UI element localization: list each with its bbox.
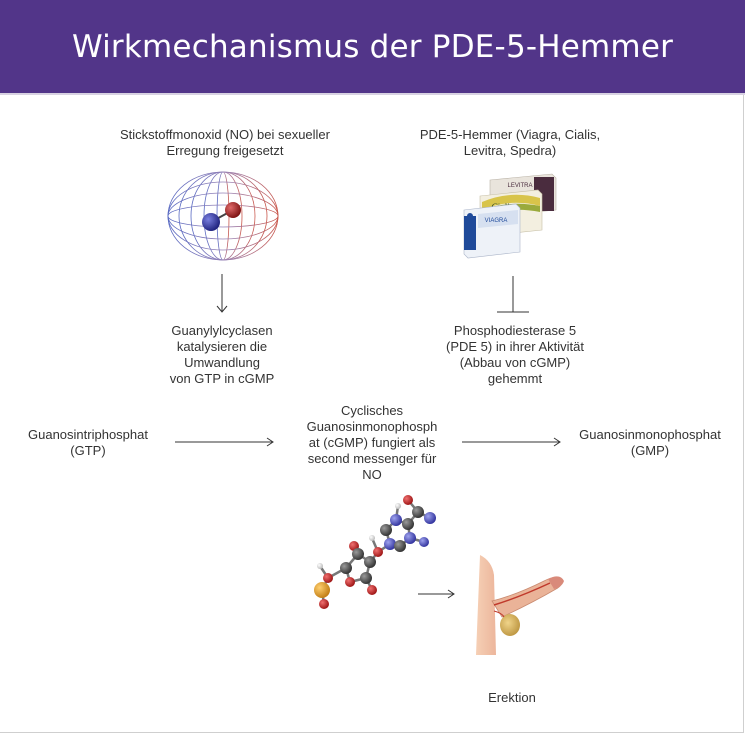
activation-arrow — [216, 274, 228, 313]
viagra-box: VIAGRA — [463, 203, 521, 259]
phosphorus-atom — [314, 582, 330, 598]
no-molecule-icon — [167, 171, 279, 261]
gtp-to-cgmp-arrow — [175, 437, 274, 447]
viagra-box-label: VIAGRA — [485, 218, 508, 224]
gmp-label: Guanosinmonophosphat (GMP) — [579, 427, 721, 458]
no-release-label: Stickstoffmonoxid (NO) bei sexueller Err… — [119, 127, 330, 158]
pde5-inhibitor-label: PDE-5-Hemmer (Viagra, Cialis, Levitra, S… — [419, 127, 601, 158]
nitrogen-atom — [202, 213, 220, 231]
header-bar: Wirkmechanismus der PDE-5-Hemmer — [0, 0, 745, 95]
cgmp-molecule-icon — [314, 495, 436, 609]
page-title: Wirkmechanismus der PDE-5-Hemmer — [71, 28, 674, 65]
cgmp-to-gmp-arrow — [462, 437, 561, 447]
guanylyl-cyclase-label: Guanylylcyclasen katalysieren die Umwand… — [169, 323, 275, 386]
levitra-box-label: LEVITRA — [507, 183, 532, 189]
medicine-boxes-icon: LEVITRA Cialis VIAGRA — [463, 173, 557, 259]
cgmp-label: Cyclisches Guanosinmonophosph at (cGMP) … — [306, 403, 438, 482]
erection-label: Erektion — [488, 690, 536, 705]
diagram-frame — [0, 95, 744, 733]
oxygen-atom — [225, 202, 241, 218]
anatomy-illustration — [476, 555, 564, 655]
effect-arrow — [418, 589, 455, 599]
pde5-enzyme-label: Phosphodiesterase 5 (PDE 5) in ihrer Akt… — [446, 323, 584, 386]
inhibition-symbol — [497, 276, 529, 313]
gtp-label: Guanosintriphosphat (GTP) — [28, 427, 148, 458]
